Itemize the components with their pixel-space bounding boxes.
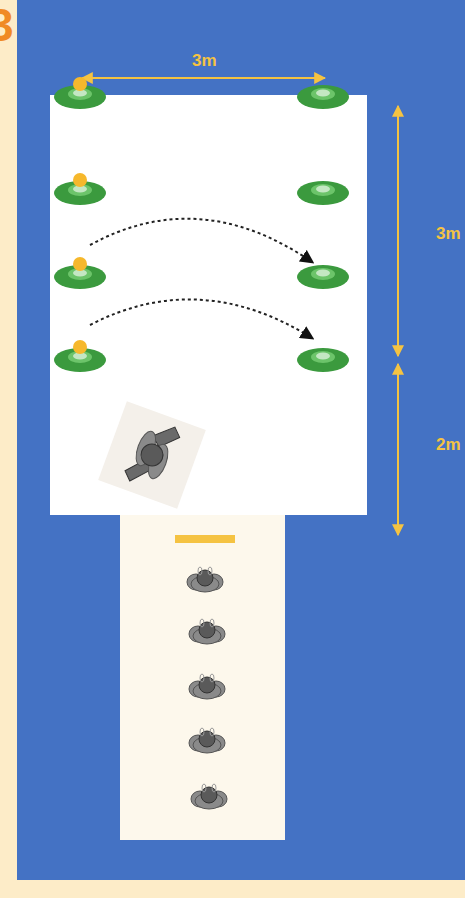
queue-players [187,567,227,809]
page-number: 3 [0,2,14,48]
pass-arrow [90,219,312,262]
cone-row-right [297,85,349,372]
dimension-label: 3m [436,225,461,242]
pass-arrow [90,299,312,338]
playing-area [50,95,367,515]
dimension-label: 3m [192,52,217,69]
start-line [175,535,235,543]
dimension-arrow [397,106,399,356]
queue-lane [120,515,285,840]
dimension-arrow [397,364,399,535]
background [17,0,465,880]
dimension-label: 2m [436,436,461,453]
active-player [98,401,206,509]
cone-row-left [54,77,106,372]
dimension-arrow [82,77,325,79]
